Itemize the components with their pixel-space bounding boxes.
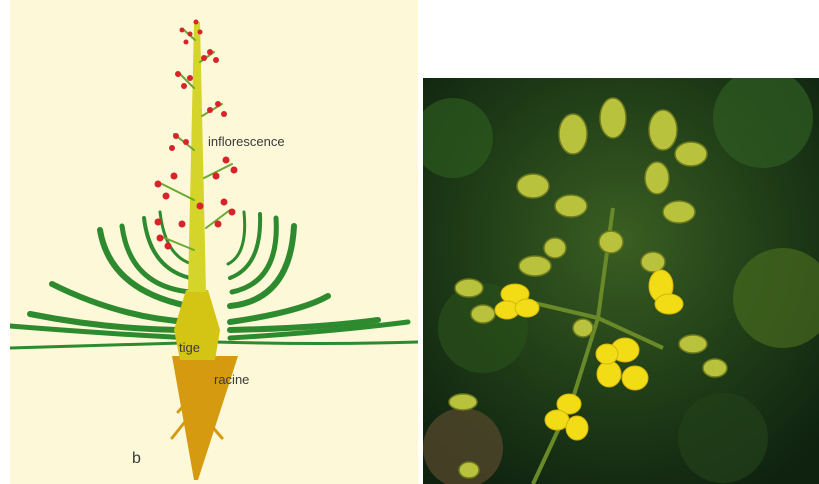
flower (198, 30, 203, 35)
bud (645, 162, 669, 194)
flower (221, 111, 227, 117)
flower (213, 57, 219, 63)
flower (180, 28, 185, 33)
flower (221, 199, 228, 206)
stem-label: tige (179, 340, 200, 355)
flower (155, 181, 162, 188)
bud (544, 238, 566, 258)
flower (157, 235, 164, 242)
petal (622, 366, 648, 390)
flower (229, 209, 236, 216)
flower (197, 203, 204, 210)
flower (181, 83, 187, 89)
bud (599, 231, 623, 253)
panel-letter: b (132, 450, 141, 467)
flower (171, 173, 178, 180)
flower (213, 173, 220, 180)
flower (231, 167, 238, 174)
flower (215, 101, 221, 107)
petal (545, 410, 569, 430)
flower (187, 75, 193, 81)
flower (194, 20, 199, 25)
bud (471, 305, 495, 323)
flower (179, 221, 186, 228)
petal (515, 299, 539, 317)
bud (641, 252, 665, 272)
root-label: racine (214, 372, 249, 387)
bud (555, 195, 587, 217)
petal (597, 361, 621, 387)
bud (679, 335, 707, 353)
bud (449, 394, 477, 410)
bud (703, 359, 727, 377)
petal (566, 416, 588, 440)
flower (223, 157, 230, 164)
plant-diagram: inflorescence tige racine b (10, 0, 418, 484)
bud (517, 174, 549, 198)
flower (207, 49, 213, 55)
bud (649, 110, 677, 150)
bud (600, 98, 626, 138)
flower (169, 145, 175, 151)
bud (459, 462, 479, 478)
flower (207, 107, 213, 113)
inflorescence-label: inflorescence (208, 134, 285, 149)
bud (455, 279, 483, 297)
flower (155, 219, 162, 226)
bud (519, 256, 551, 276)
flower (173, 133, 179, 139)
foliage-blob (678, 393, 768, 483)
petal (655, 294, 683, 314)
bud (663, 201, 695, 223)
flower (163, 193, 170, 200)
flower (215, 221, 222, 228)
flower (175, 71, 181, 77)
flower (165, 243, 172, 250)
leaf (215, 342, 418, 344)
flower (188, 32, 193, 37)
bud (559, 114, 587, 154)
petal (596, 344, 618, 364)
flower (183, 139, 189, 145)
bud (675, 142, 707, 166)
bud (573, 319, 593, 337)
flower (201, 55, 207, 61)
flower-photo (423, 78, 819, 484)
flower (184, 40, 189, 45)
